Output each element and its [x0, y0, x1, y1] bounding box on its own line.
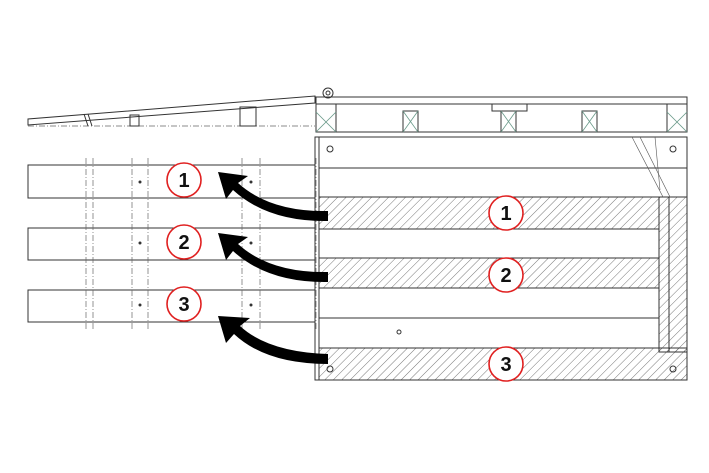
hatched-side-rail: [658, 196, 688, 353]
marker-source-3: 3: [178, 294, 189, 316]
marker-target-2: 2: [500, 265, 511, 287]
ramp-board: [27, 95, 316, 126]
source-markers: 1 2 3: [166, 162, 202, 322]
marker-target-3: 3: [500, 354, 511, 376]
marker-target-1: 1: [500, 203, 511, 225]
ramp-support: [239, 106, 257, 127]
bolt-icons: [326, 145, 677, 373]
hinge-icon: [322, 87, 334, 99]
break-mark: [83, 113, 89, 127]
target-markers: 1 2 3: [488, 195, 524, 382]
move-arrows: [218, 172, 328, 364]
marker-source-2: 2: [178, 232, 189, 254]
arrow-3-icon: [218, 316, 328, 364]
side-elevation: [27, 87, 688, 133]
marker-source-1: 1: [178, 170, 189, 192]
deck-blocks: [315, 103, 688, 133]
arrow-2-icon: [218, 233, 328, 283]
ramp-support: [129, 114, 140, 127]
arrow-1-icon: [218, 172, 328, 222]
